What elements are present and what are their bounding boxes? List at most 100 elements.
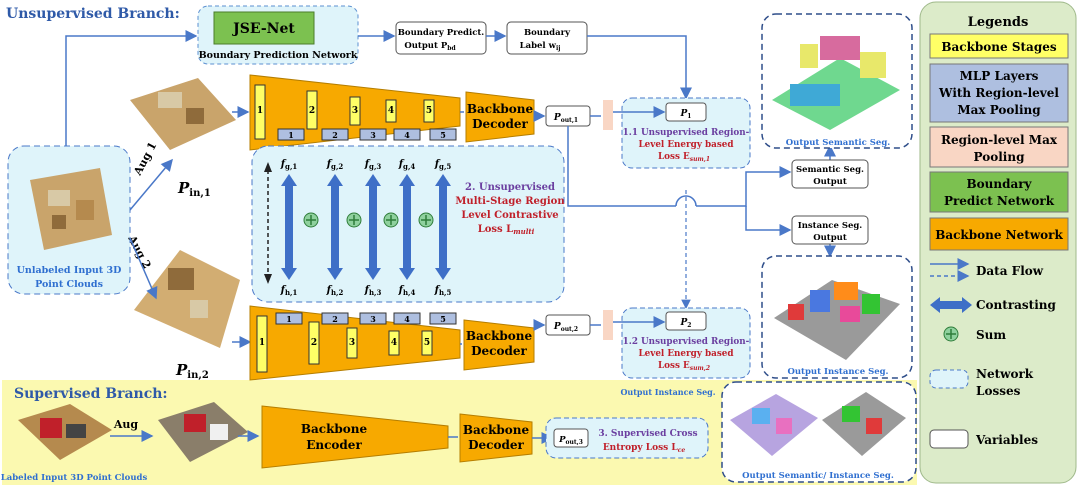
p-out1-label: Pout,1 [553,113,578,124]
bottom-mlp-3: 3 [359,312,387,325]
bottom-mlp-4: 4 [393,312,421,325]
bd-label-line2: Label wij [520,41,561,52]
top-stage-1: 1 [254,84,266,140]
sum-icon [383,212,399,228]
legend-contrast-arrow [930,297,972,313]
sup-decoder-line1: Backbone [463,423,530,437]
output-instance-image [774,280,900,360]
legend-flow: Data Flow [976,264,1044,278]
top-backbone-decoder [465,91,535,143]
f-h2: fh,2 [326,285,344,297]
bottom-stage-2: 2 [308,321,320,365]
jse-net-label: JSE-Net [231,21,295,37]
f-g2: fg,2 [326,159,344,171]
p-in2-label: Pin,2 [175,361,209,381]
bottom-stage-3: 3 [346,327,358,359]
top-stage-2: 2 [306,90,318,130]
bottom-mlp-2: 2 [321,312,349,325]
bd-label-line1: Boundary [524,28,571,38]
p-out3-label: Pout,3 [558,435,583,446]
legend-losses-line2: Losses [976,384,1021,398]
top-stage-5: 5 [423,99,435,123]
svg-text:3: 3 [370,314,376,324]
p1-box [665,102,707,122]
legend-backbone-stages-swatch [929,33,1069,59]
bottom-mlp-1: 1 [275,312,303,325]
instance-out-line2: Output [813,233,847,243]
svg-text:1: 1 [259,338,265,348]
sup-decoder-line2: Decoder [468,438,524,452]
f-g5: fg,5 [434,159,452,171]
bpn-label: Boundary Prediction Network [199,50,358,61]
loss1-1-line1: 1.1 Unsupervised Region- [623,128,750,138]
legend-bpn-line1: Boundary [966,177,1032,191]
svg-text:2: 2 [332,314,338,324]
top-mlp-2: 2 [321,128,349,141]
legend-mlp-swatch [929,63,1069,123]
f-g4: fg,4 [398,159,416,171]
top-mlp-1: 1 [277,128,305,141]
labeled-input-label: Labeled Input 3D Point Clouds [1,473,148,483]
semantic-out-line2: Output [813,177,847,187]
legend-bpn-line2: Predict Network [944,194,1055,208]
bottom-stage-4: 4 [388,330,400,356]
encoder-line1: Backbone [301,422,368,436]
top-mlp-4: 4 [393,128,421,141]
legend-bn: Backbone Network [935,228,1063,242]
loss1-2-line1: 1.2 Unsupervised Region- [623,337,750,347]
svg-text:3: 3 [370,130,376,140]
legend-losses-line1: Network [976,367,1034,381]
svg-text:2: 2 [309,106,315,116]
p2-label: P2 [680,318,692,329]
legend-mlp-line3: Max Pooling [957,103,1041,117]
p1-label: P1 [680,109,692,120]
loss3-line2: Entropy Loss Lce [603,443,686,454]
input-point-cloud-image [30,168,112,250]
f-g3: fg,3 [364,159,382,171]
svg-text:4: 4 [391,338,397,348]
bottom-region-pooling [603,310,613,340]
semantic-out-line1: Semantic Seg. [796,165,864,175]
aug1-label: Aug 1 [131,140,160,179]
loss2-line4: Loss Lmulti [478,224,535,236]
svg-text:4: 4 [388,106,394,116]
bottom-backbone-decoder [463,319,535,371]
loss3-box [545,417,709,459]
bottom-decoder-line2: Decoder [471,344,527,358]
svg-text:3: 3 [352,106,358,116]
bottom-mlp-5: 5 [429,312,457,325]
supervised-aug-image [158,402,248,462]
semantic-seg-output-box [791,159,869,189]
output-instance-label-2: Output Instance Seg. [620,387,715,397]
aug2-point-cloud-image [134,250,240,348]
bottom-decoder-line1: Backbone [466,329,533,343]
legend-mlp-line2: With Region-level [938,86,1059,100]
loss2-line2: Multi-Stage Region [455,196,565,207]
legend-mlp-line1: MLP Layers [960,69,1039,83]
top-decoder-line2: Decoder [472,117,528,131]
f-h5: fh,5 [434,285,452,297]
loss1-1-line3: Loss Esum,1 [658,152,710,163]
legend-rmp-line1: Region-level Max [941,133,1058,147]
svg-text:2: 2 [311,338,317,348]
f-h1: fh,1 [280,285,298,297]
unlabeled-input-line1: Unlabeled Input 3D [17,265,122,276]
bd-output-line1: Boundary Predict. [398,28,485,38]
supervised-branch-title: Supervised Branch: [14,386,168,402]
svg-text:1: 1 [288,130,294,140]
legend-bn-swatch [929,217,1069,251]
svg-text:2: 2 [332,130,338,140]
svg-text:4: 4 [404,314,410,324]
output-sem-inst-image [730,392,906,456]
svg-text:5: 5 [440,314,446,324]
loss1-2-line3: Loss Esum,2 [658,361,710,372]
bottom-stage-1: 1 [256,315,268,373]
legends-title: Legends [968,15,1029,30]
unsupervised-branch-title: Unsupervised Branch: [6,6,180,22]
sum-icon [418,212,434,228]
loss3-line1: 3. Supervised Cross [598,429,697,439]
f-h3: fh,3 [364,285,382,297]
legend-variables-swatch [929,429,969,449]
